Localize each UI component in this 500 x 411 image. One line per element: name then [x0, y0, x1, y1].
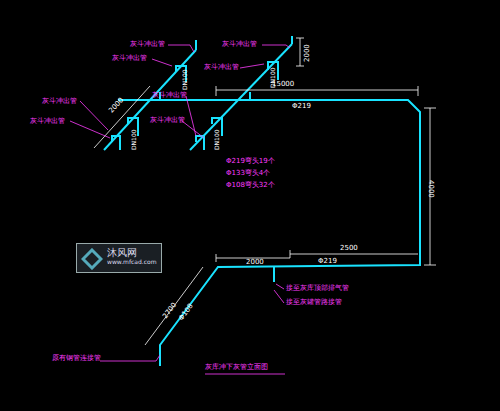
dimension-label: 2000 [246, 259, 264, 266]
dimension-label: DN100 [182, 69, 188, 90]
dimension-label: 接至灰库顶部排气管 [286, 285, 349, 292]
dimension-label: DN100 [131, 129, 137, 150]
dimension-label: 灰斗冲出管 [130, 41, 165, 48]
dimension-label: 2000 [304, 44, 311, 62]
dimension-label: 灰斗冲出管 [42, 98, 77, 105]
drawing-caption: 灰库冲下灰管立面图 [205, 364, 268, 371]
dimension-label: 灰斗冲出管 [112, 55, 147, 62]
dimension-label: 灰斗冲出管 [30, 118, 65, 125]
watermark-box: 沐风网www.mfcad.com [76, 243, 162, 273]
dimension-label: 4000 [427, 180, 434, 198]
watermark-text: www.mfcad.com [107, 259, 157, 266]
dimension-label: 灰斗冲出管 [152, 92, 187, 99]
dimension-label: Φ219弯头19个 [226, 158, 275, 165]
logo-icon [81, 248, 103, 270]
dimension-label: 接至灰罐管路接管 [286, 299, 342, 306]
dimension-label: 2700 [162, 302, 178, 321]
watermark-text: 沐风网 [107, 247, 157, 259]
dimension-label: 灰斗冲出管 [222, 41, 257, 48]
dimension-label: DN100 [214, 129, 220, 150]
dimension-label: 2500 [340, 245, 358, 252]
dimension-label: 原有钢管连接管 [52, 355, 101, 362]
dimension-label: Φ219 [318, 258, 337, 265]
dimension-label: 2000 [108, 97, 125, 115]
dimension-label: 灰斗冲出管 [204, 64, 239, 71]
dimension-label: Φ108 [178, 303, 195, 322]
dimension-label: Φ108弯头32个 [226, 182, 275, 189]
dimension-label: Φ133弯头4个 [226, 170, 270, 177]
dimension-label: 灰斗冲出管 [150, 117, 185, 124]
dimension-label: 15000 [272, 81, 294, 88]
dimension-label: Φ219 [292, 103, 311, 110]
